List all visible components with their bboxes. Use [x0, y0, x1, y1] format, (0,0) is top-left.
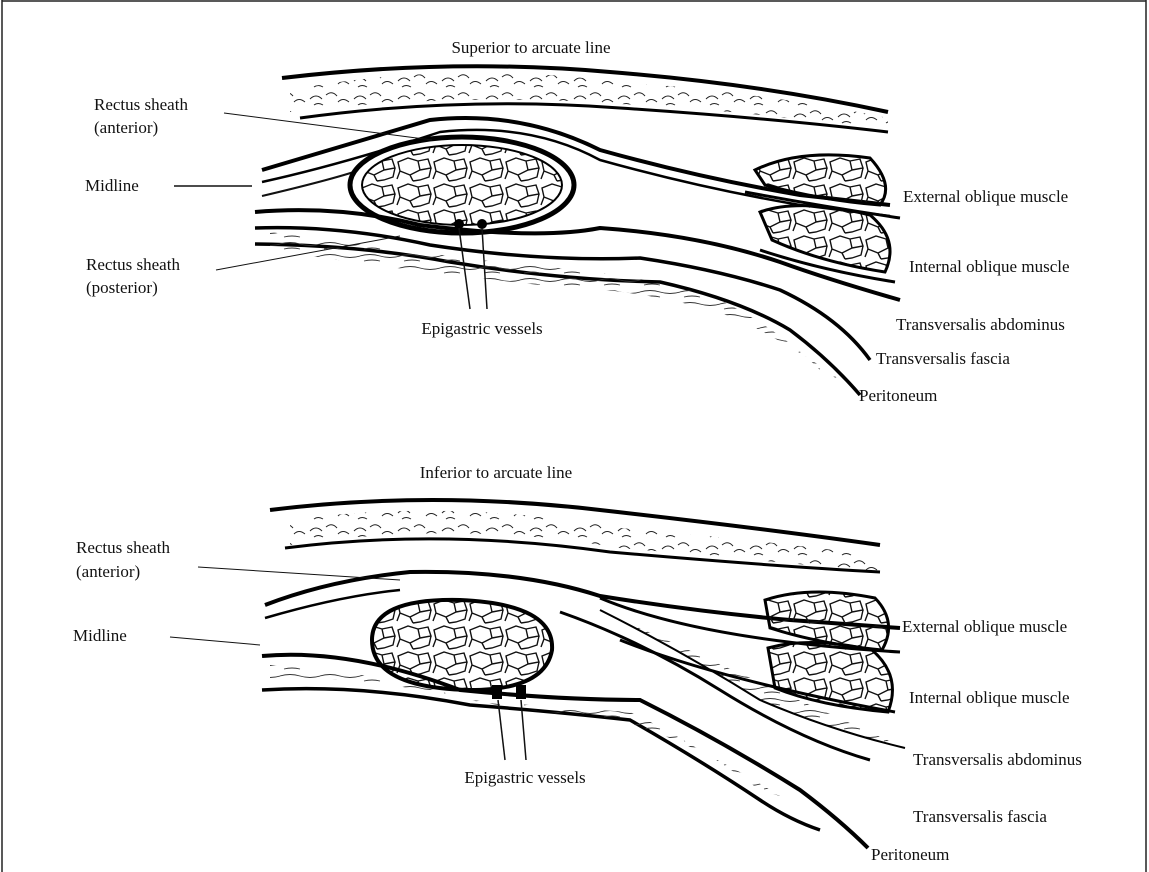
bottom-label-internal-oblique: Internal oblique muscle — [909, 688, 1070, 707]
top-midline-fiber — [262, 170, 360, 196]
top-epigastric-artery — [454, 219, 464, 229]
top-panel: Superior to arcuate line Rec — [85, 38, 1070, 405]
bottom-leader-midline — [170, 637, 260, 645]
bottom-label-rectus-anterior-1: Rectus sheath — [76, 538, 170, 557]
top-panel-title: Superior to arcuate line — [451, 38, 610, 57]
top-label-rectus-anterior-1: Rectus sheath — [94, 95, 188, 114]
bottom-epigastric-vein — [516, 685, 526, 699]
bottom-panel: Inferior to arcuate line Rectus sheath — [73, 463, 1082, 864]
top-peritoneum-line — [255, 244, 860, 395]
bottom-label-peritoneum: Peritoneum — [871, 845, 949, 864]
top-label-internal-oblique: Internal oblique muscle — [909, 257, 1070, 276]
bottom-leader-rectus-anterior — [198, 567, 400, 580]
top-epigastric-vein — [477, 219, 487, 229]
bottom-rectus-muscle — [372, 600, 552, 690]
bottom-epigastric-artery — [492, 685, 502, 699]
top-label-peritoneum: Peritoneum — [859, 386, 937, 405]
bottom-label-rectus-anterior-2: (anterior) — [76, 562, 140, 581]
bottom-panel-title: Inferior to arcuate line — [420, 463, 572, 482]
bottom-label-external-oblique: External oblique muscle — [902, 617, 1067, 636]
top-label-rectus-posterior-1: Rectus sheath — [86, 255, 180, 274]
top-label-rectus-anterior-2: (anterior) — [94, 118, 158, 137]
top-label-midline: Midline — [85, 176, 139, 195]
top-label-external-oblique: External oblique muscle — [903, 187, 1068, 206]
bottom-label-epigastric: Epigastric vessels — [464, 768, 585, 787]
top-leader-rectus-anterior — [224, 113, 432, 140]
top-label-transversalis-fascia: Transversalis fascia — [876, 349, 1010, 368]
top-label-epigastric: Epigastric vessels — [421, 319, 542, 338]
top-label-transversalis-abdominus: Transversalis abdominus — [896, 315, 1065, 334]
bottom-midline-fiber — [265, 590, 400, 618]
bottom-label-midline: Midline — [73, 626, 127, 645]
bottom-label-transversalis-fascia: Transversalis fascia — [913, 807, 1047, 826]
top-rectus-muscle — [362, 145, 562, 225]
top-label-rectus-posterior-2: (posterior) — [86, 278, 158, 297]
bottom-label-transversalis-abdominus: Transversalis abdominus — [913, 750, 1082, 769]
